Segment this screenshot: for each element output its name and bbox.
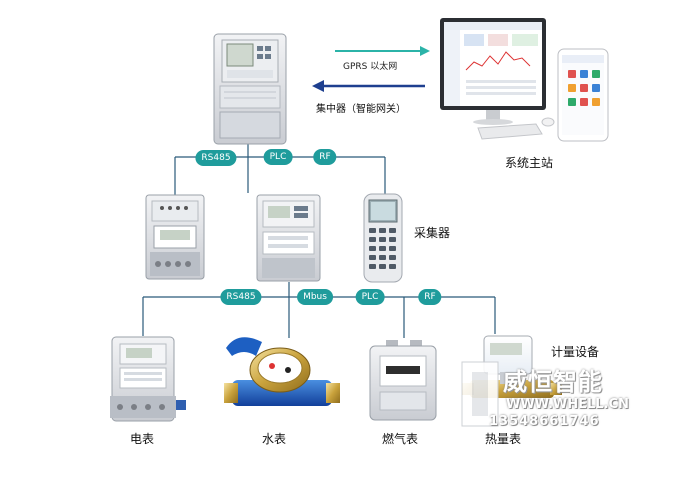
watermark-url: WWW.WHELL.CN	[506, 397, 629, 412]
concentrator-device	[213, 33, 287, 145]
bus1-tag-rs485: RS485	[195, 150, 237, 166]
collector-label: 采集器	[414, 226, 451, 240]
electric-meter-device	[110, 336, 186, 422]
bus2-tag-rs485: RS485	[220, 289, 262, 305]
system-station-label: 系统主站	[505, 156, 554, 170]
phone-icon	[557, 48, 609, 142]
bus2-tag-plc: PLC	[355, 289, 385, 305]
watermark-phone: 13548661746	[489, 414, 600, 429]
bus1-tag-rf: RF	[313, 149, 337, 165]
device-label-water: 水表	[262, 432, 287, 446]
device-label-electric: 电表	[130, 432, 155, 446]
watermark-brand: 威恒智能	[503, 368, 603, 396]
meter-center-device	[256, 194, 321, 282]
device-label-gas: 燃气表	[382, 432, 419, 446]
concentrator-label: 集中器（智能网关）	[316, 104, 406, 115]
monitor-icon	[440, 18, 546, 125]
arrow-to-station	[335, 46, 430, 56]
collector-device	[363, 193, 403, 283]
arrow-to-concentrator	[312, 80, 425, 92]
keyboard-icon	[477, 117, 555, 140]
water-meter-device	[224, 337, 340, 406]
gas-meter-device	[369, 340, 437, 421]
bus2-tag-mbus: Mbus	[297, 289, 333, 305]
bus2-tag-rf: RF	[418, 289, 442, 305]
metering-label: 计量设备	[551, 345, 600, 359]
meter-left-device	[145, 194, 205, 280]
brand-logo-icon	[461, 361, 499, 427]
arrow-protocols-label: GPRS 以太网	[343, 62, 398, 72]
device-label-heat: 热量表	[485, 432, 522, 446]
bus1-tag-plc: PLC	[263, 149, 293, 165]
